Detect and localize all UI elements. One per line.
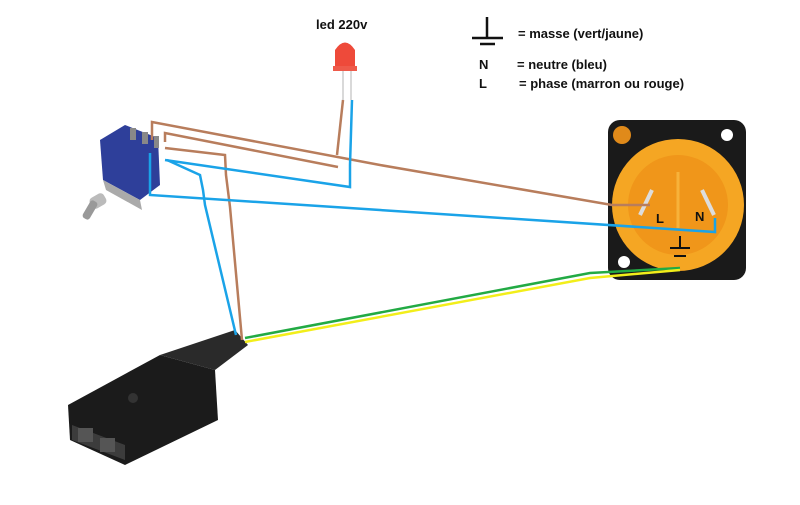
wire-blue-plug <box>166 158 238 336</box>
connector-pin-l: L <box>656 211 664 226</box>
iec-power-plug <box>68 330 248 465</box>
wire-yellow-ground <box>244 268 681 344</box>
led-label: led 220v <box>316 17 368 32</box>
wire-led-brown-leg <box>335 99 345 156</box>
wire-brown-phase-connector <box>150 120 650 207</box>
toggle-switch <box>82 125 160 220</box>
panel-connector <box>608 120 746 280</box>
wire-brown-led <box>163 131 339 169</box>
legend-phase: = phase (marron ou rouge) <box>519 76 685 91</box>
wire-blue-led <box>164 99 354 189</box>
legend-neutral-symbol: N <box>479 57 489 72</box>
ground-symbol-icon <box>472 17 503 46</box>
wire-green-ground <box>244 266 681 340</box>
legend-ground: = masse (vert/jaune) <box>518 26 644 41</box>
legend-phase-symbol: L <box>479 76 487 91</box>
wires <box>148 99 717 344</box>
legend-neutral: = neutre (bleu) <box>517 57 607 72</box>
wire-brown-plug <box>164 146 244 341</box>
wire-blue-neutral-connector <box>148 153 717 234</box>
connector-pin-n: N <box>695 209 705 224</box>
led <box>333 42 357 100</box>
